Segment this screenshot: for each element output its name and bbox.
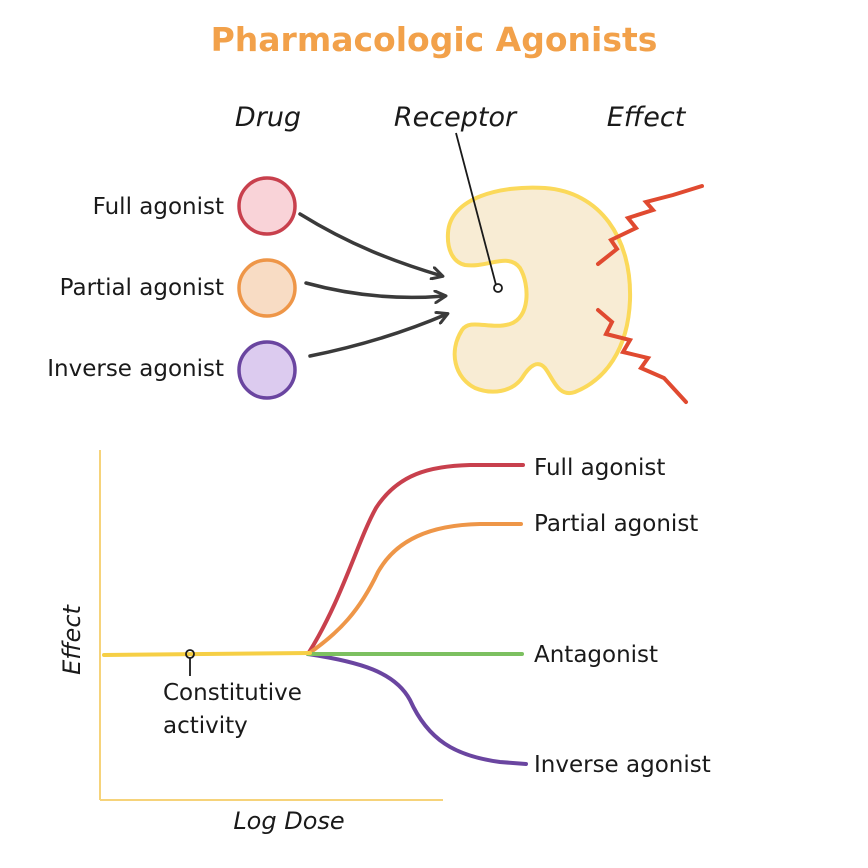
drug-label-inverse-agonist: Inverse agonist bbox=[47, 356, 224, 382]
constitutive-label-line1: Constitutive bbox=[163, 680, 302, 706]
curve-inverse-agonist bbox=[306, 652, 528, 766]
curve-label-antagonist: Antagonist bbox=[534, 642, 658, 668]
curve-partial-agonist bbox=[306, 522, 523, 656]
constitutive-label-line2: activity bbox=[163, 713, 248, 739]
curve-label-full-agonist: Full agonist bbox=[534, 455, 665, 481]
drug-circle-full-agonist bbox=[237, 176, 297, 236]
column-header-effect: Effect bbox=[607, 102, 687, 133]
receptor-shape bbox=[445, 185, 633, 396]
effect-zigzag-upper bbox=[596, 184, 704, 266]
curve-full-agonist bbox=[306, 463, 525, 656]
effect-zigzag-lower bbox=[596, 308, 688, 404]
diagram-title: Pharmacologic Agonists bbox=[211, 20, 658, 59]
arrow-partial-agonist bbox=[304, 281, 445, 297]
arrow-full-agonist bbox=[298, 212, 442, 276]
curve-label-partial-agonist: Partial agonist bbox=[534, 511, 698, 537]
drug-label-full-agonist: Full agonist bbox=[93, 194, 224, 220]
arrow-inverse-agonist bbox=[308, 314, 447, 358]
x-axis-label: Log Dose bbox=[233, 807, 344, 835]
binding-site-marker bbox=[493, 283, 503, 293]
receptor-pointer-line bbox=[455, 132, 497, 286]
drug-label-partial-agonist: Partial agonist bbox=[60, 275, 224, 301]
drug-circle-inverse-agonist bbox=[237, 340, 297, 400]
drug-circle-partial-agonist bbox=[237, 258, 297, 318]
column-header-drug: Drug bbox=[235, 102, 301, 133]
curve-label-inverse-agonist: Inverse agonist bbox=[534, 752, 711, 778]
column-header-receptor: Receptor bbox=[394, 102, 518, 133]
y-axis-label: Effect bbox=[58, 603, 86, 674]
constitutive-baseline bbox=[102, 651, 312, 657]
